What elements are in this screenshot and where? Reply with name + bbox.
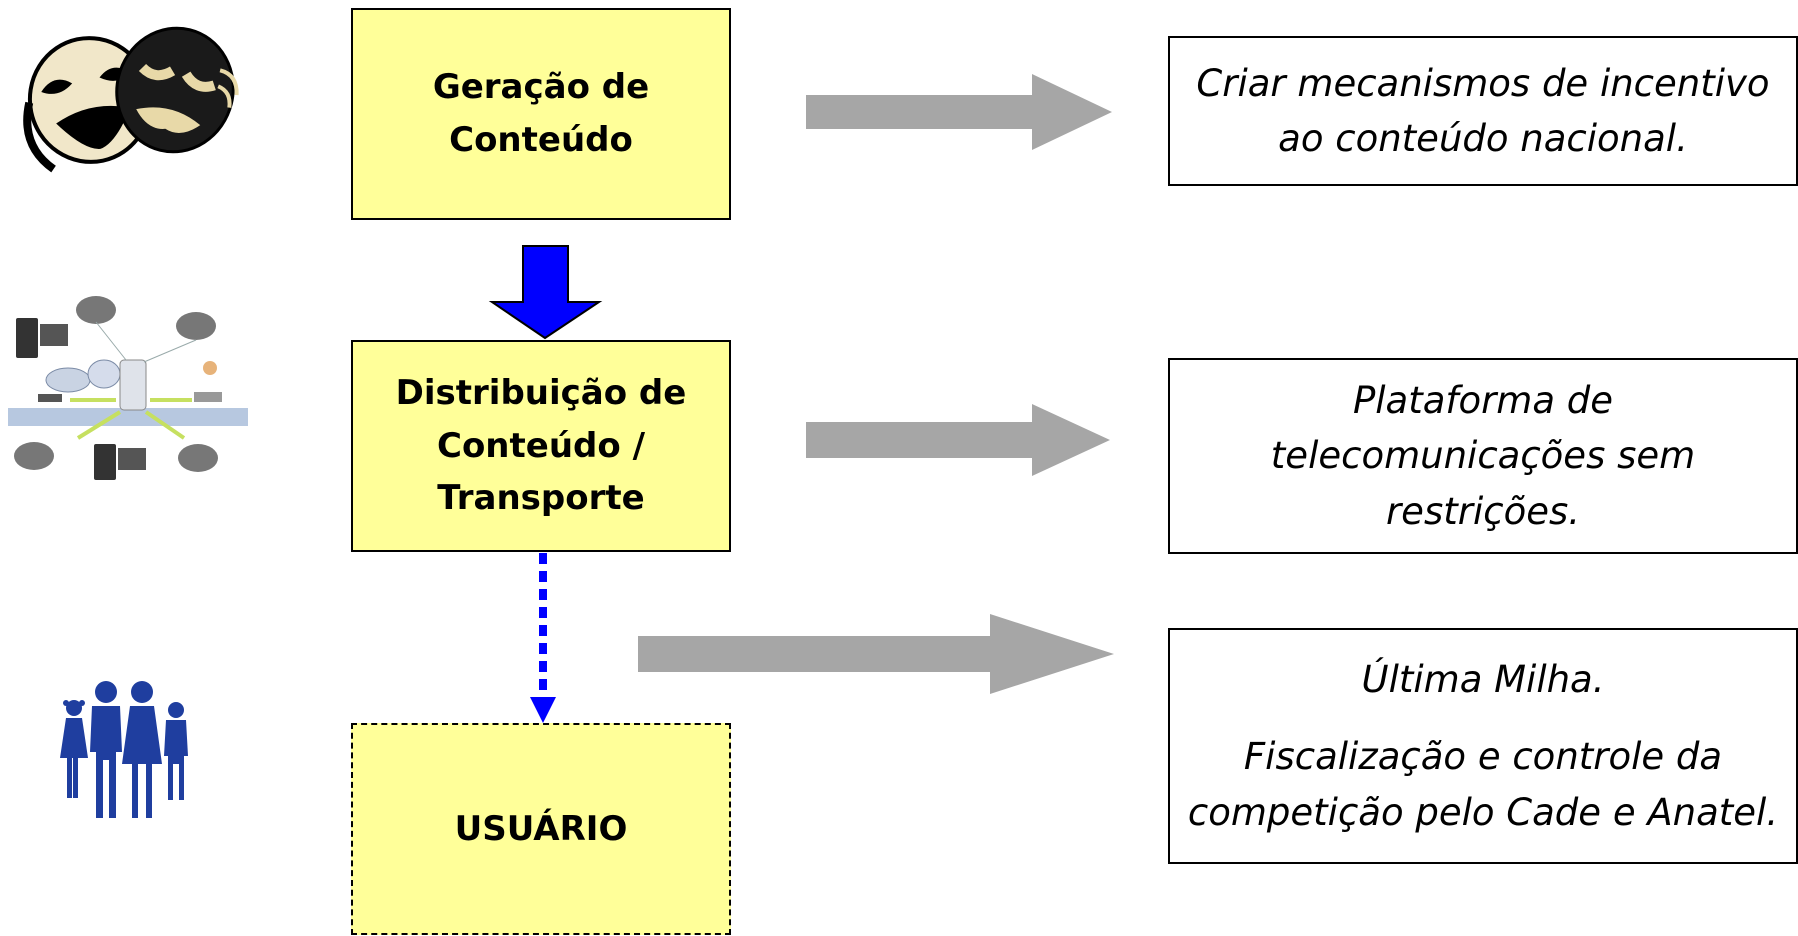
note-line: ao conteúdo nacional. [1278, 117, 1688, 160]
box-line: Geração de [432, 67, 650, 108]
gray-arrow-2 [806, 404, 1110, 476]
blue-arrow-down [488, 245, 603, 340]
box-line: Conteúdo / [437, 425, 645, 466]
note-line: competição pelo Cade e Anatel. [1187, 790, 1779, 834]
gray-arrow-1 [806, 74, 1112, 150]
note-line: restrições. [1385, 489, 1581, 533]
box-line: Conteúdo [449, 120, 633, 160]
note-line: Fiscalização e controle da [1243, 735, 1723, 779]
box-distribuicao-conteudo: Distribuição de Conteúdo / Transporte [351, 340, 731, 552]
note-line: Última Milha. [1361, 657, 1605, 701]
gray-arrow-3 [638, 614, 1114, 694]
note-line: Criar mecanismos de incentivo [1196, 61, 1770, 105]
box-line: Transporte [437, 478, 645, 519]
box-line: Distribuição de [395, 372, 687, 413]
note-plataforma: Plataforma de telecomunicações sem restr… [1168, 358, 1798, 554]
note-line: telecomunicações sem [1270, 434, 1696, 478]
box-geracao-conteudo: Geração de Conteúdo [351, 8, 731, 220]
network-diagram-icon [8, 296, 248, 480]
note-ultima-milha: Última Milha. Fiscalização e controle da… [1168, 628, 1798, 864]
box-usuario: USUÁRIO [351, 723, 731, 935]
dotted-connector-head [530, 697, 556, 723]
box-line: USUÁRIO [454, 808, 628, 849]
family-icon [60, 681, 188, 818]
note-incentivo: Criar mecanismos de incentivo ao conteúd… [1168, 36, 1798, 186]
theater-masks-icon [23, 26, 239, 173]
note-line: Plataforma de [1352, 378, 1614, 422]
